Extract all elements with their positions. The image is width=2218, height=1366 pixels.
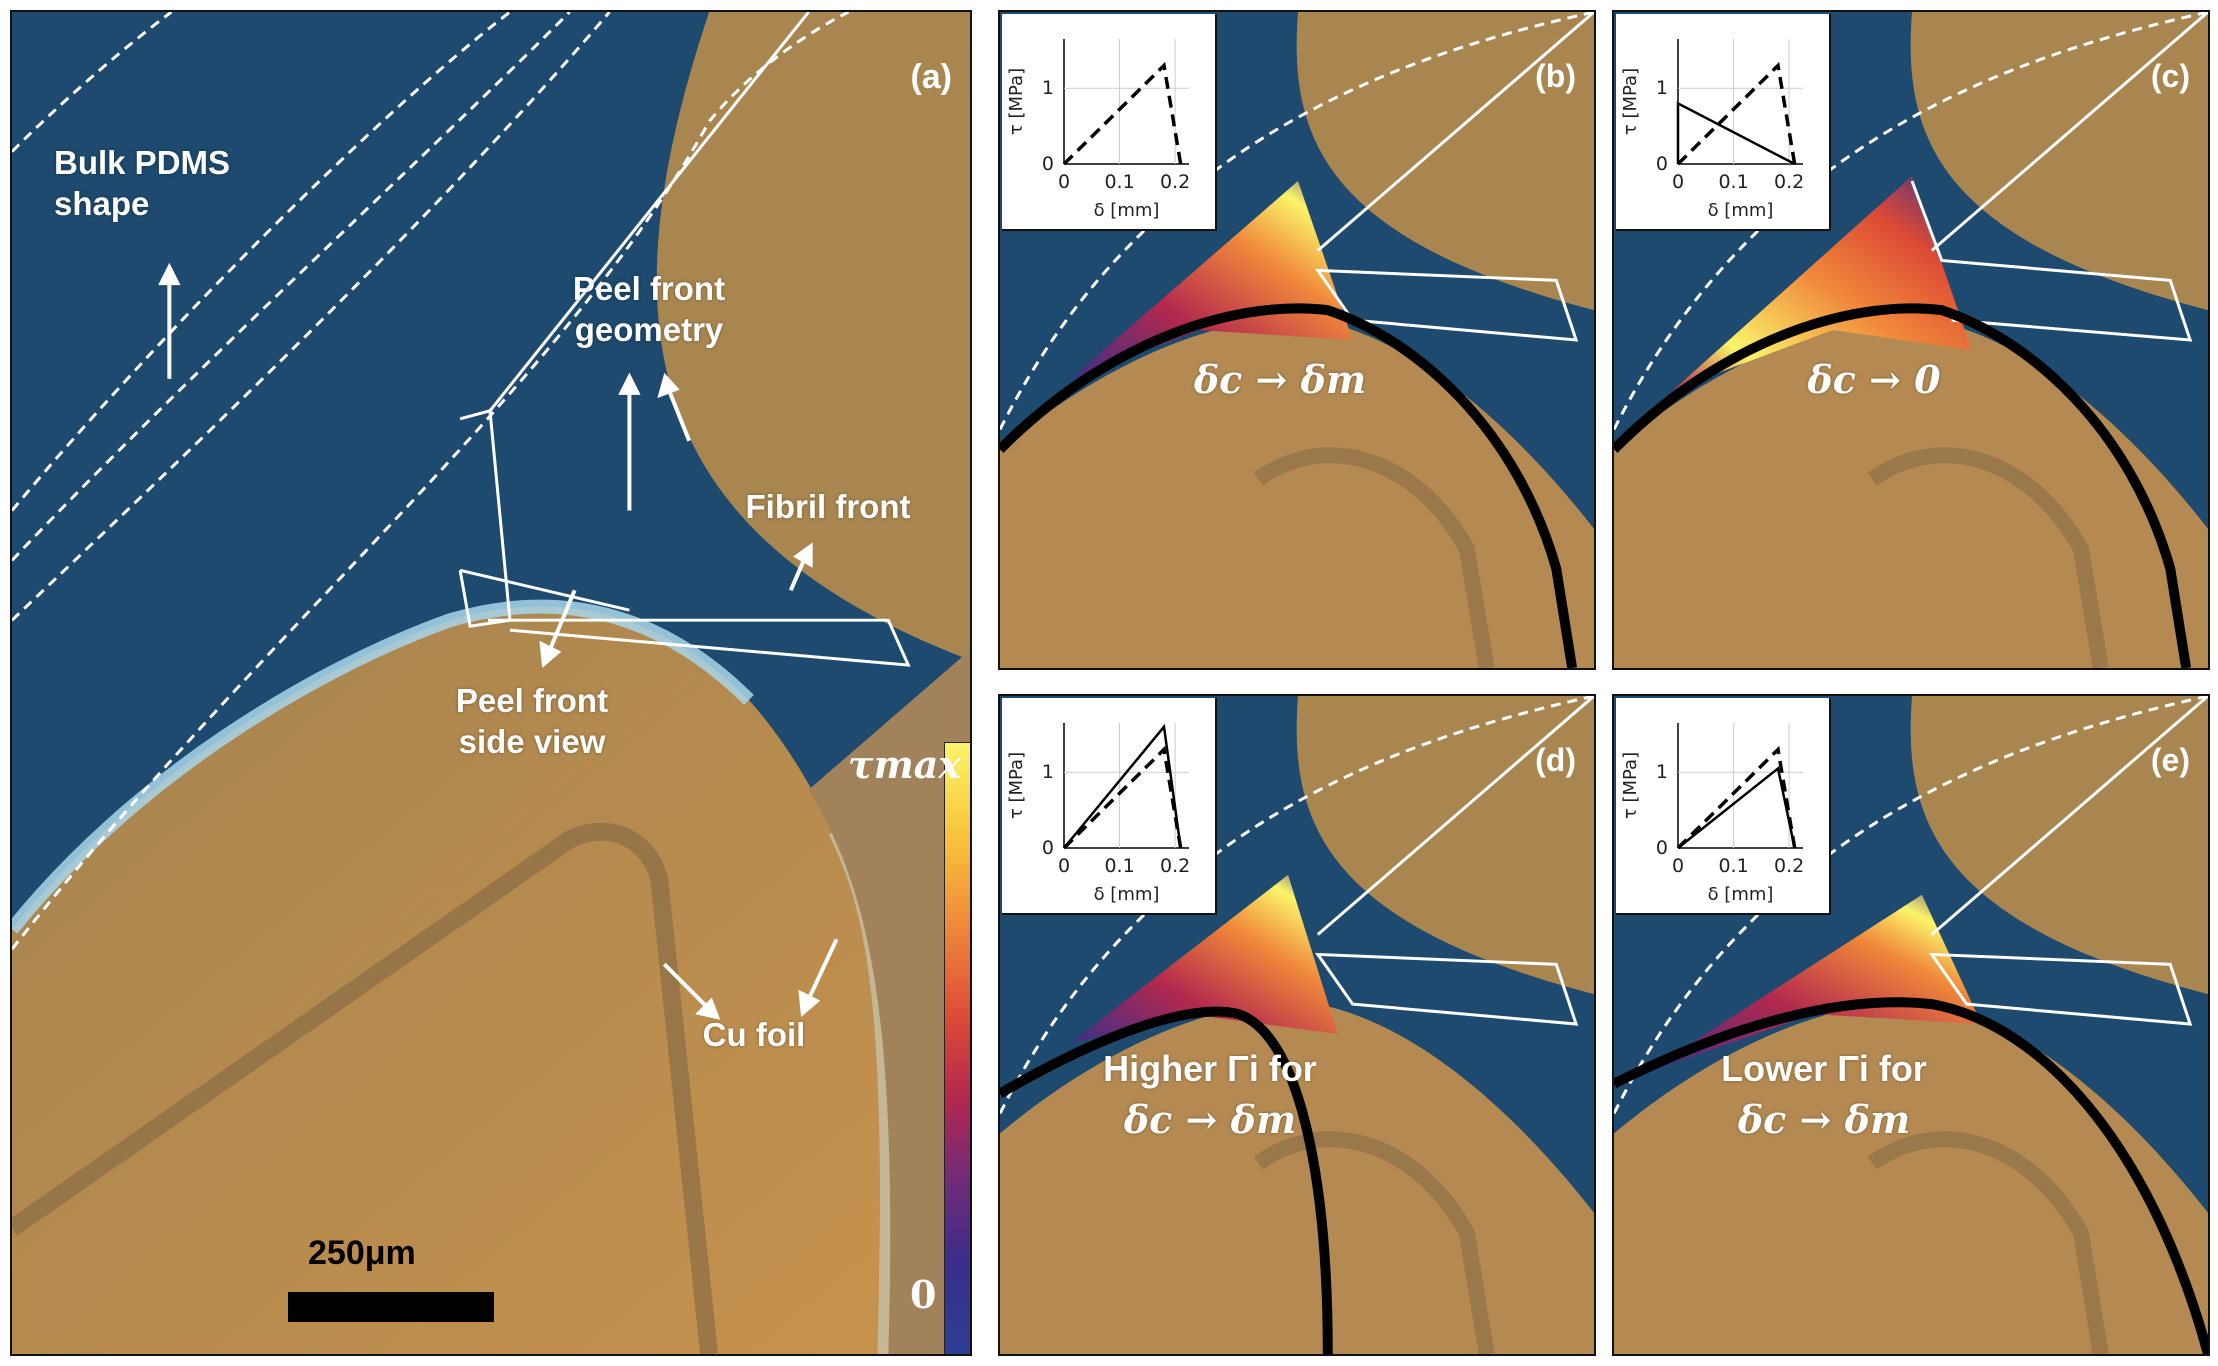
caption-b: δc → δm xyxy=(1193,357,1367,402)
reference-law-line xyxy=(1062,745,1183,850)
traction-plot-c: 0 0.1 0.2 0 1 δ [mm] τ [MPa] xyxy=(1620,39,1804,221)
traction-law-line xyxy=(1063,723,1182,849)
x-tick-label: 0.1 xyxy=(1718,855,1748,877)
y-tick-label: 0 xyxy=(1042,837,1054,859)
x-axis-label: δ [mm] xyxy=(1094,200,1160,221)
traction-law-line xyxy=(1677,766,1796,849)
peel-geometry-label: Peel front geometry xyxy=(572,270,726,349)
reference-law-line xyxy=(1062,61,1183,166)
y-tick-label: 1 xyxy=(1656,761,1668,783)
y-axis-label: τ [MPa] xyxy=(1006,752,1027,819)
reference-law-line xyxy=(1676,745,1797,850)
x-tick-label: 0 xyxy=(1058,855,1070,877)
scale-bar xyxy=(288,1292,494,1322)
x-tick-label: 0 xyxy=(1058,171,1070,193)
peel-side-view-label: Peel front side view xyxy=(455,682,609,761)
colorbar xyxy=(944,742,970,1354)
colorbar-min-label: 0 xyxy=(910,1272,937,1317)
x-axis-label: δ [mm] xyxy=(1708,200,1774,221)
caption-e-line2: δc → δm xyxy=(1737,1097,1911,1142)
traction-plot-e: 0 0.1 0.2 0 1 δ [mm] τ [MPa] xyxy=(1620,723,1804,905)
y-tick-label: 0 xyxy=(1656,837,1668,859)
x-tick-label: 0 xyxy=(1672,855,1684,877)
y-tick-label: 0 xyxy=(1656,153,1668,175)
x-tick-label: 0.2 xyxy=(1160,855,1190,877)
x-tick-label: 0.1 xyxy=(1104,855,1134,877)
x-tick-label: 0.2 xyxy=(1160,171,1190,193)
reference-law-line xyxy=(1676,61,1797,166)
fibril-front-label: Fibril front xyxy=(745,488,911,525)
y-tick-label: 0 xyxy=(1042,153,1054,175)
y-tick-label: 1 xyxy=(1656,77,1668,99)
y-tick-label: 1 xyxy=(1042,77,1054,99)
traction-law-line xyxy=(1676,101,1796,166)
panel-d: 0 0.1 0.2 0 1 δ [mm] τ [MPa] (d) Higher Γi for… xyxy=(998,694,1596,1356)
panel-a: Bulk PDMS shape Peel front geometry Fibr… xyxy=(10,10,972,1356)
x-axis-label: δ [mm] xyxy=(1708,884,1774,905)
bulk-pdms-label: Bulk PDMS shape xyxy=(54,144,231,223)
x-tick-label: 0.2 xyxy=(1774,855,1804,877)
traction-inset-b: 0 0.1 0.2 0 1 δ [mm] τ [MPa] xyxy=(1002,14,1217,231)
y-axis-label: τ [MPa] xyxy=(1620,68,1641,135)
cu-foil-label: Cu foil xyxy=(702,1016,806,1053)
traction-plot-b: 0 0.1 0.2 0 1 δ [mm] τ [MPa] xyxy=(1006,39,1190,221)
panel-label-b: (b) xyxy=(1535,58,1576,94)
caption-c: δc → 0 xyxy=(1807,357,1941,402)
x-tick-label: 0.1 xyxy=(1104,171,1134,193)
traction-inset-d: 0 0.1 0.2 0 1 δ [mm] τ [MPa] xyxy=(1002,698,1217,915)
x-axis-label: δ [mm] xyxy=(1094,884,1160,905)
x-tick-label: 0.1 xyxy=(1718,171,1748,193)
traction-inset-e: 0 0.1 0.2 0 1 δ [mm] τ [MPa] xyxy=(1616,698,1831,915)
traction-inset-c: 0 0.1 0.2 0 1 δ [mm] τ [MPa] xyxy=(1616,14,1831,231)
panel-label-a: (a) xyxy=(910,58,952,96)
traction-plot-d: 0 0.1 0.2 0 1 δ [mm] τ [MPa] xyxy=(1006,723,1190,905)
micrograph-a xyxy=(12,12,970,1354)
panel-label-e: (e) xyxy=(2150,742,2190,778)
panel-label-d: (d) xyxy=(1535,742,1576,778)
y-axis-label: τ [MPa] xyxy=(1006,68,1027,135)
panel-b: 0 0.1 0.2 0 1 δ [mm] τ [MPa] (b) δc → δm xyxy=(998,10,1596,670)
caption-d-line1: Higher Γi for xyxy=(1103,1048,1317,1089)
caption-e-line1: Lower Γi for xyxy=(1721,1048,1927,1089)
panel-c: 0 0.1 0.2 0 1 δ [mm] τ [MPa] (c) δc → 0 xyxy=(1612,10,2210,670)
y-axis-label: τ [MPa] xyxy=(1620,752,1641,819)
scale-bar-label: 250μm xyxy=(308,1234,416,1272)
panel-label-c: (c) xyxy=(2150,58,2190,94)
x-tick-label: 0 xyxy=(1672,171,1684,193)
colorbar-max-label: τmax xyxy=(848,742,962,787)
x-tick-label: 0.2 xyxy=(1774,171,1804,193)
caption-d-line2: δc → δm xyxy=(1123,1097,1297,1142)
y-tick-label: 1 xyxy=(1042,761,1054,783)
